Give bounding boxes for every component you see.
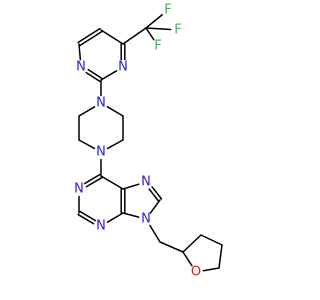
bond-C_cf3-C4p: [122, 27, 147, 45]
atom-label-Npm_a: N: [76, 60, 86, 75]
atom-label-Npip_bot: N: [96, 145, 106, 160]
bond-C8-N9: [149, 199, 161, 214]
atom-label-N7: N: [141, 175, 151, 190]
bond-Npm_a-C2p-2: [87, 68, 103, 80]
bond-Pc2-Npip_bot: [106, 139, 124, 150]
bond-CH2-Cthf: [159, 241, 184, 253]
atom-label-Npip_top: N: [96, 96, 106, 111]
bond-C2-N3-1: [77, 213, 95, 225]
bond-C2-N3-2: [79, 210, 97, 222]
bond-N7-C8-1: [148, 188, 160, 202]
bond-C6p-Npm_a: [78, 43, 82, 61]
bond-O1-Cthf: [182, 251, 193, 267]
atom-label-F2: F: [174, 23, 181, 38]
bond-C4p-C5p: [100, 29, 124, 45]
atom-label-Npm_b: N: [118, 60, 128, 75]
bond-C5-C6: [100, 175, 124, 190]
bond-Npm_a-C2p-1: [85, 71, 101, 83]
bond-C_cf3-F1: [145, 13, 163, 29]
bond-Ct2-Ct3: [218, 244, 223, 269]
bond-N3-C4: [106, 212, 124, 223]
bond-C5p-C6p-1: [77, 27, 101, 44]
atom-label-N3: N: [96, 219, 106, 234]
bond-C_cf3-F3: [145, 27, 155, 41]
atom-label-F3: F: [154, 39, 161, 54]
bond-C6-N1-2: [85, 176, 103, 188]
bond-C_cf3-F2: [145, 27, 172, 31]
bond-Ct1-Ct2: [200, 234, 223, 246]
atom-label-F1: F: [164, 3, 171, 18]
atom-label-N1: N: [74, 182, 84, 197]
bond-Ct3-O1: [202, 267, 220, 272]
bonds: [77, 13, 223, 272]
bond-Npip_top-Pc1: [106, 106, 124, 117]
bond-C6-N1-1: [83, 173, 101, 185]
bond-C2p-Npm_b: [100, 70, 118, 81]
bond-Cthf-Ct1: [182, 234, 202, 253]
bond-N9-CH2: [149, 224, 161, 243]
bond-N7-C8-2: [151, 186, 163, 200]
atom-label-N9: N: [141, 212, 151, 227]
bond-C5p-C6p-2: [79, 30, 103, 47]
bond-N9-C4: [122, 212, 140, 218]
bond-Npip_bot-Pc3: [78, 139, 96, 150]
atom-label-O1: O: [191, 265, 201, 280]
bond-C5-N7: [122, 183, 140, 190]
bond-Pc4-Npip_top: [78, 106, 96, 117]
